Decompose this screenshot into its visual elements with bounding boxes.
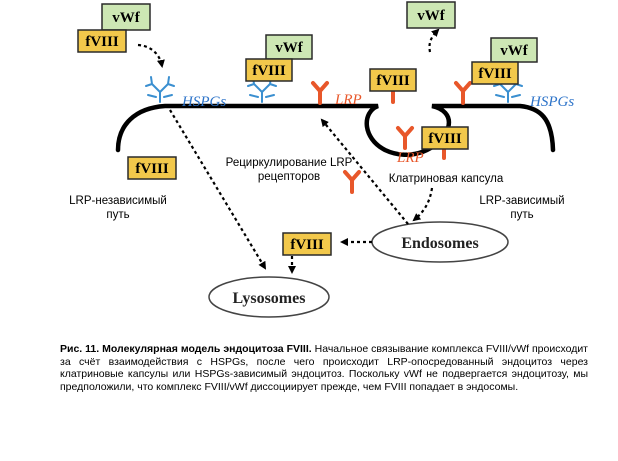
fviii-box-6: fVIII: [127, 156, 177, 180]
svg-text:fVIII: fVIII: [135, 161, 169, 177]
lrp-dependent-line2: путь: [510, 209, 533, 221]
cell-membrane: [115, 103, 556, 157]
lysosomes-oval: Lysosomes: [208, 276, 330, 318]
endosomes-oval: Endosomes: [371, 221, 509, 263]
arrow-endosomes-to-lrp: [320, 118, 409, 225]
hspg-receptor-1: [145, 76, 175, 103]
arrow-hspg-to-lysosomes: [169, 109, 267, 270]
svg-text:fVIII: fVIII: [428, 131, 462, 147]
svg-text:vWf: vWf: [500, 43, 529, 59]
hspgs-label-1: HSPGs: [181, 94, 226, 110]
svg-text:vWf: vWf: [417, 8, 446, 24]
fviii-box-3: fVIII: [369, 68, 417, 92]
svg-text:fVIII: fVIII: [85, 34, 119, 50]
svg-text:vWf: vWf: [275, 40, 304, 56]
svg-text:fVIII: fVIII: [376, 73, 410, 89]
recycling-label-line2: рецепторов: [258, 171, 320, 183]
fviii-box-2: fVIII: [245, 58, 293, 82]
svg-text:fVIII: fVIII: [290, 237, 324, 253]
svg-text:fVIII: fVIII: [252, 63, 286, 79]
lrp-receptor-recycling: [343, 170, 361, 194]
vwf-box-2: vWf: [265, 34, 313, 60]
lrp-label-2: LRP: [396, 150, 424, 166]
clathrin-label: Клатриновая капсула: [389, 173, 504, 185]
arrow-to-vwf: [428, 28, 440, 53]
recycling-label-line1: Рециркулирование LRP: [226, 157, 353, 169]
vwf-box-4: vWf: [490, 37, 538, 63]
lrp-independent-line1: LRP-независимый: [69, 195, 167, 207]
fviii-box-4: fVIII: [471, 61, 519, 85]
lrp-dependent-line1: LRP-зависимый: [479, 195, 564, 207]
vwf-box-1: vWf: [101, 3, 151, 31]
lrp-receptor-3: [454, 81, 472, 105]
lrp-independent-line2: путь: [106, 209, 129, 221]
svg-text:Endosomes: Endosomes: [401, 235, 478, 252]
caption-title: Рис. 11. Молекулярная модель эндоцитоза …: [60, 343, 312, 355]
figure-caption: Рис. 11. Молекулярная модель эндоцитоза …: [60, 343, 588, 393]
arrow-fviii-to-hspg: [137, 43, 165, 68]
lrp-label-1: LRP: [334, 92, 362, 108]
arrow-clathrin-to-endosomes: [412, 187, 434, 222]
vwf-box-3: vWf: [406, 1, 456, 29]
fviii-box-5: fVIII: [421, 126, 469, 150]
hspgs-label-2: HSPGs: [529, 94, 574, 110]
svg-text:Lysosomes: Lysosomes: [233, 290, 306, 307]
fviii-box-1: fVIII: [77, 29, 127, 53]
svg-text:vWf: vWf: [112, 10, 141, 26]
lrp-receptor-4: [396, 126, 414, 150]
caption-body: Начальное связывание комплекса FVIII/vWf…: [60, 343, 588, 393]
endocytosis-diagram: vWf vWf vWf vWf fVIII fVIII fVIII fVIII …: [69, 1, 574, 318]
svg-text:fVIII: fVIII: [478, 66, 512, 82]
lrp-receptor-1: [311, 81, 329, 105]
fviii-box-7: fVIII: [282, 232, 332, 256]
